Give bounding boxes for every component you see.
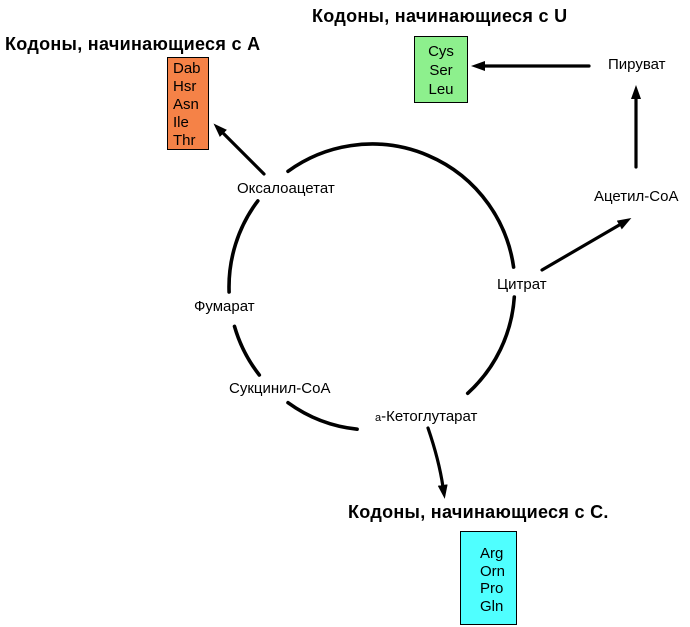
amino-acid-label: Orn: [480, 562, 506, 580]
cycle-arc-bottom: [286, 400, 359, 431]
node-acetyl-coa: Ацетил-CoA: [594, 188, 679, 205]
cycle-node-citrate: Цитрат: [497, 276, 547, 293]
amino-acid-box-u: Cys Ser Leu: [414, 36, 468, 103]
cycle-node-fumarate: Фумарат: [194, 298, 255, 315]
amino-acid-label: Dab: [173, 60, 201, 77]
cycle-arc-lower-left: [232, 324, 262, 377]
amino-acid-box-c: Arg Orn Pro Gln: [460, 531, 517, 625]
amino-acid-label: Ser: [429, 62, 453, 79]
amino-acid-label: Asn: [173, 96, 199, 113]
amino-acid-label: Cys: [428, 43, 454, 60]
alpha-prefix: a: [375, 412, 382, 424]
heading-codons-starting-with-a: Кодоны, начинающиеся с А: [5, 34, 261, 54]
cycle-arc-left: [227, 199, 260, 294]
amino-acid-label: Thr: [173, 132, 196, 149]
amino-acid-label: Ile: [173, 114, 189, 131]
cycle-node-succinyl-coa: Сукцинил-CoA: [229, 380, 331, 397]
cycle-arc-right: [465, 295, 517, 396]
amino-acid-label: Hsr: [173, 78, 197, 95]
cycle-node-alpha-ketoglutarate: a-Кетоглутарат: [375, 408, 477, 427]
arrow-ketoglutarate-to-c-heading: [426, 426, 448, 499]
amino-acid-label: Pro: [480, 580, 504, 597]
cycle-arc-top: [286, 142, 516, 269]
arrow-oxaloacetate-to-a-box: [213, 123, 266, 176]
arrow-citrate-to-acetyl-coa: [540, 217, 632, 272]
cycle-node-oxaloacetate: Оксалоацетат: [237, 180, 335, 197]
ketoglutarate-text: -Кетоглутарат: [381, 408, 478, 425]
node-pyruvate: Пируват: [608, 56, 666, 73]
amino-acid-label: Arg: [480, 545, 504, 562]
amino-acid-label: Gln: [480, 597, 504, 615]
amino-acid-label: Leu: [428, 81, 454, 98]
heading-codons-starting-with-u: Кодоны, начинающиеся с U: [312, 6, 568, 26]
heading-codons-starting-with-c: Кодоны, начинающиеся с С.: [348, 502, 609, 522]
amino-acid-box-a: Dab Hsr Asn Ile Thr: [167, 57, 209, 150]
